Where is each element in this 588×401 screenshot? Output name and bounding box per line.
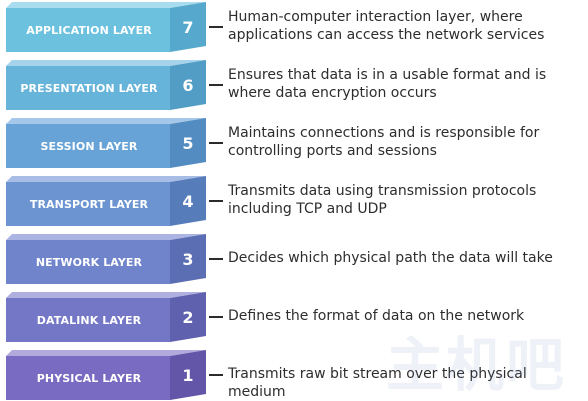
layer-block-top-face bbox=[6, 234, 206, 240]
layer-block-side-face bbox=[170, 118, 206, 168]
layer-number: 5 bbox=[182, 133, 194, 153]
layer-description: Transmits data using transmission protoc… bbox=[228, 182, 586, 218]
layer-number: 4 bbox=[182, 191, 194, 211]
layer-row: APPLICATION LAYER 7 Human-computer interac… bbox=[0, 2, 588, 52]
layer-block-side-face bbox=[170, 60, 206, 110]
layer-block-front-face bbox=[6, 124, 170, 168]
layer-row: SESSION LAYER 5 Maintains connections and … bbox=[0, 118, 588, 168]
layer-row: NETWORK LAYER 3 Decides which physical pat… bbox=[0, 234, 588, 284]
layer-block-shape bbox=[6, 118, 206, 168]
layer-description-line: Decides which physical path the data wil… bbox=[228, 250, 553, 266]
connector-dash bbox=[209, 200, 223, 202]
layer-block-front-face bbox=[6, 356, 170, 400]
layer-name: NETWORK LAYER bbox=[35, 255, 143, 269]
layer-block-top-face bbox=[6, 118, 206, 124]
layer-block: APPLICATION LAYER 7 bbox=[6, 2, 208, 52]
layer-block-front-face bbox=[6, 8, 170, 52]
layer-description-line: applications can access the network serv… bbox=[228, 27, 545, 43]
layer-description: Human-computer interaction layer, where a… bbox=[228, 8, 586, 44]
layer-description: Maintains connections and is responsible… bbox=[228, 124, 586, 160]
layer-description-line: Human-computer interaction layer, where bbox=[228, 9, 523, 25]
connector-dash bbox=[209, 316, 223, 318]
layer-block-top-face bbox=[6, 2, 206, 8]
layer-description: Transmits raw bit stream over the physic… bbox=[228, 365, 586, 401]
layer-block-side-face bbox=[170, 176, 206, 226]
layer-number: 7 bbox=[182, 17, 194, 37]
layer-description: Decides which physical path the data wil… bbox=[228, 249, 586, 267]
connector-dash bbox=[209, 26, 223, 28]
layer-block: SESSION LAYER 5 bbox=[6, 118, 208, 168]
layer-block-shape bbox=[6, 176, 206, 226]
layer-block-top-face bbox=[6, 176, 206, 182]
layer-row: PRESENTATION LAYER 6 Ensures that data is … bbox=[0, 60, 588, 110]
layer-number: 2 bbox=[182, 307, 194, 327]
layer-description: Defines the format of data on the networ… bbox=[228, 307, 586, 325]
connector-dash bbox=[209, 142, 223, 144]
layer-number: 1 bbox=[182, 365, 194, 385]
layer-block: PRESENTATION LAYER 6 bbox=[6, 60, 208, 110]
connector-dash bbox=[209, 374, 223, 376]
layer-block: NETWORK LAYER 3 bbox=[6, 234, 208, 284]
layer-block-shape bbox=[6, 234, 206, 284]
layer-block-side-face bbox=[170, 234, 206, 284]
layer-block-side-face bbox=[170, 292, 206, 342]
watermark-logo: 主机吧 bbox=[386, 331, 567, 399]
layer-block-front-face bbox=[6, 298, 170, 342]
layer-name: PRESENTATION LAYER bbox=[20, 81, 158, 95]
layer-description-line: Transmits raw bit stream over the physic… bbox=[228, 366, 527, 400]
layer-description-line: including TCP and UDP bbox=[228, 201, 387, 217]
layer-description-line: Maintains connections and is responsible… bbox=[228, 125, 540, 141]
layer-block-shape bbox=[6, 60, 206, 110]
layer-description-line: Ensures that data is in a usable format … bbox=[228, 67, 547, 83]
layer-block-top-face bbox=[6, 350, 206, 356]
layer-block-front-face bbox=[6, 240, 170, 284]
layer-block-side-face bbox=[170, 2, 206, 52]
layer-row: TRANSPORT LAYER 4 Transmits data using tra… bbox=[0, 176, 588, 226]
layer-name: TRANSPORT LAYER bbox=[29, 197, 149, 211]
layer-block: TRANSPORT LAYER 4 bbox=[6, 176, 208, 226]
layer-block: PHYSICAL LAYER 1 bbox=[6, 350, 208, 400]
layer-name: DATALINK LAYER bbox=[36, 313, 142, 327]
layer-description: Ensures that data is in a usable format … bbox=[228, 66, 586, 102]
layer-description-line: Defines the format of data on the networ… bbox=[228, 308, 525, 324]
layer-block-shape bbox=[6, 292, 206, 342]
layer-name: PHYSICAL LAYER bbox=[36, 371, 142, 385]
layer-block-shape bbox=[6, 2, 206, 52]
layer-number: 3 bbox=[182, 249, 194, 269]
layer-name: APPLICATION LAYER bbox=[26, 23, 152, 37]
connector-dash bbox=[209, 84, 223, 86]
layer-block-side-face bbox=[170, 350, 206, 400]
layer-number: 6 bbox=[182, 75, 194, 95]
layer-description-line: where data encryption occurs bbox=[228, 85, 437, 101]
connector-dash bbox=[209, 258, 223, 260]
layer-name: SESSION LAYER bbox=[40, 139, 138, 153]
layer-block-shape bbox=[6, 350, 206, 400]
layer-description-line: controlling ports and sessions bbox=[228, 143, 437, 159]
layer-block-front-face bbox=[6, 66, 170, 110]
layer-block: DATALINK LAYER 2 bbox=[6, 292, 208, 342]
layer-description-line: Transmits data using transmission protoc… bbox=[228, 183, 537, 199]
layer-row: DATALINK LAYER 2 Defines the format of dat… bbox=[0, 292, 588, 342]
layer-block-front-face bbox=[6, 182, 170, 226]
layer-row: PHYSICAL LAYER 1 Transmits raw bit stream … bbox=[0, 350, 588, 400]
layer-block-top-face bbox=[6, 60, 206, 66]
layer-block-top-face bbox=[6, 292, 206, 298]
